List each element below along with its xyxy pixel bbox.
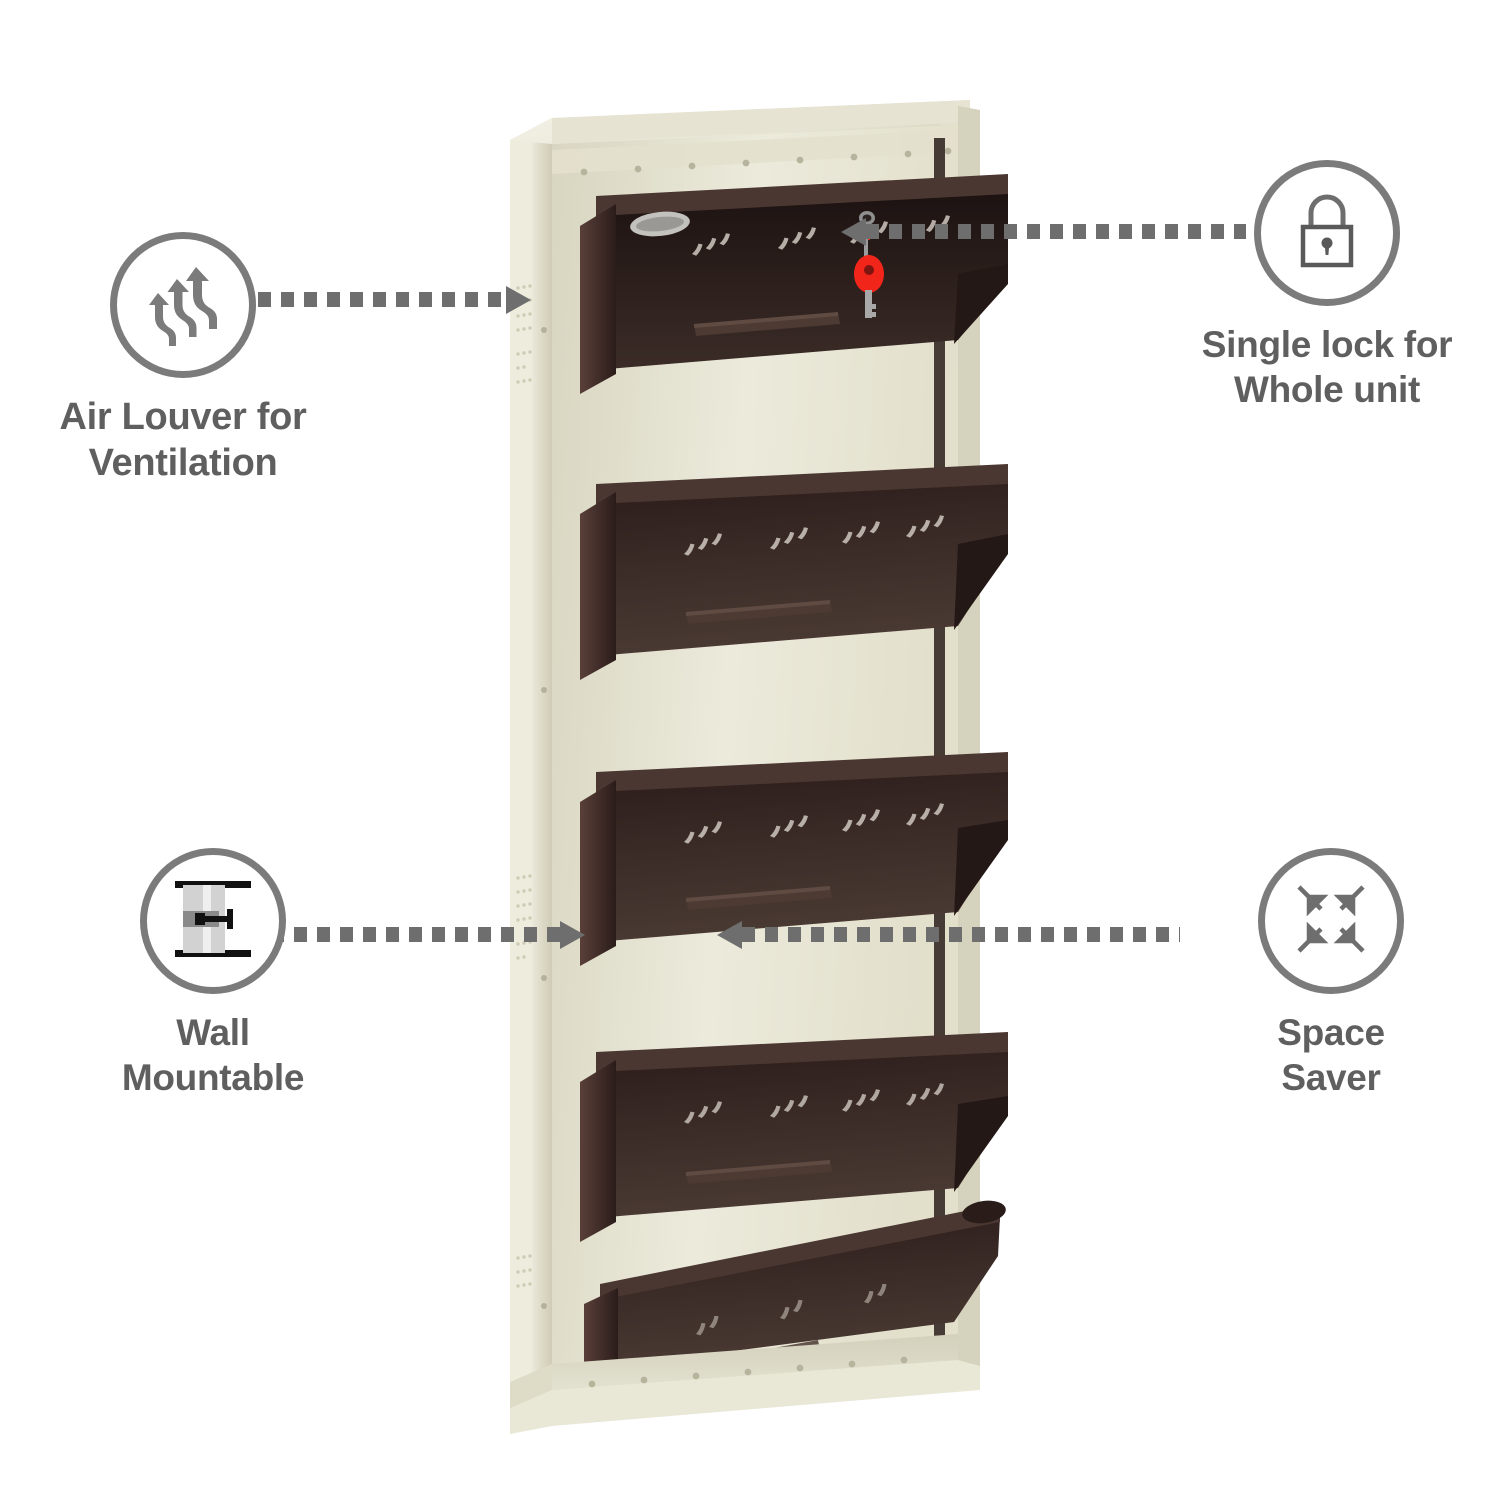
arrowhead-right-icon bbox=[560, 921, 585, 949]
air-louver-slots-2 bbox=[684, 515, 945, 556]
feature-wall-mountable: Wall Mountable bbox=[68, 848, 358, 1100]
arrowhead-left-icon bbox=[717, 921, 742, 949]
air-louver-slots-3 bbox=[684, 803, 945, 844]
feature-icon-circle bbox=[1254, 160, 1400, 306]
connector-line-single-lock bbox=[841, 218, 1246, 246]
cabinet-base bbox=[510, 1334, 980, 1434]
feature-space-saver: Space Saver bbox=[1186, 848, 1476, 1100]
feature-icon-circle bbox=[1258, 848, 1404, 994]
feature-label-space-saver: Space Saver bbox=[1277, 1012, 1385, 1099]
flap-door-4 bbox=[580, 1032, 1008, 1242]
flap-door-3 bbox=[580, 752, 1008, 966]
connector-line-air-louver bbox=[258, 286, 531, 314]
top-rivet-row bbox=[580, 147, 952, 176]
feature-label-single-lock: Single lock for Whole unit bbox=[1201, 324, 1453, 411]
dotted-segment bbox=[866, 224, 1246, 239]
air-louver-slots-4 bbox=[684, 1083, 945, 1124]
product-image-shoe-rack bbox=[488, 78, 1008, 1458]
wall-mount-screw-icon bbox=[161, 867, 265, 976]
air-louver-slots-5 bbox=[696, 1283, 887, 1336]
arrowhead-right-icon bbox=[506, 286, 531, 314]
arrowhead-left-icon bbox=[841, 218, 866, 246]
flap-door-2 bbox=[580, 464, 1008, 680]
feature-label-air-louver: Air Louver for Ventilation bbox=[59, 396, 307, 485]
connector-line-wall-mountable bbox=[248, 921, 585, 949]
air-louver-icon bbox=[133, 253, 233, 358]
feature-label-wall-mountable: Wall Mountable bbox=[121, 1012, 305, 1099]
feature-icon-circle bbox=[140, 848, 286, 994]
dotted-segment bbox=[248, 927, 560, 942]
dotted-segment bbox=[258, 292, 506, 307]
dotted-segment bbox=[742, 927, 1180, 942]
feature-single-lock: Single lock for Whole unit bbox=[1162, 160, 1492, 412]
connector-line-space-saver bbox=[717, 921, 1180, 949]
feature-air-louver: Air Louver for Ventilation bbox=[22, 232, 344, 487]
padlock-icon bbox=[1281, 185, 1373, 282]
converging-arrows-icon bbox=[1283, 871, 1379, 972]
feature-icon-circle bbox=[110, 232, 256, 378]
